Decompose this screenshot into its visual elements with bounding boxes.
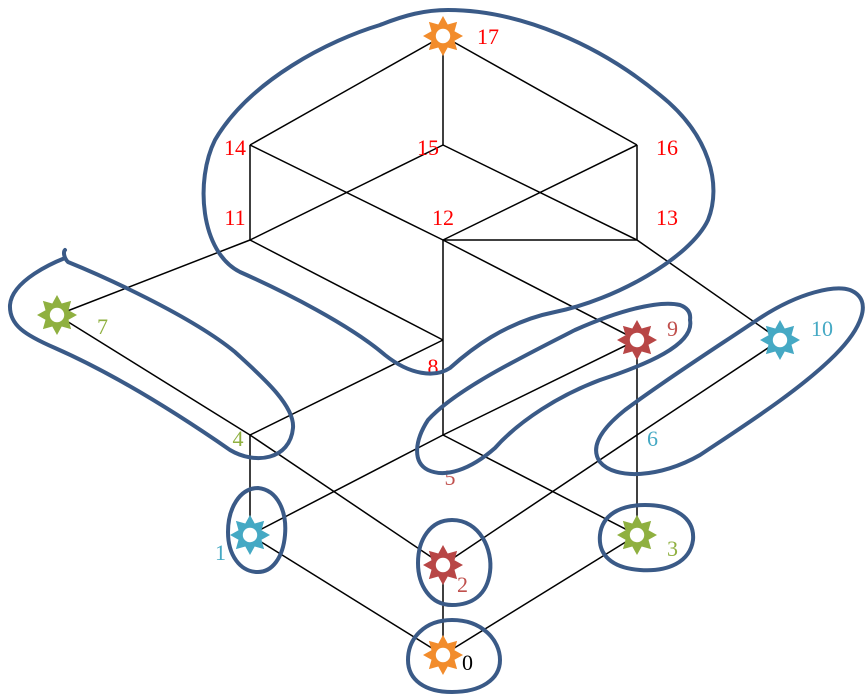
- group-loops-layer: [7, 8, 865, 694]
- edge-4-8: [249, 339, 444, 436]
- edge-4-7: [56, 314, 251, 436]
- gear-icon-node-3: [617, 515, 657, 555]
- gear-icon-node-7: [37, 295, 77, 335]
- group-top-loop: [201, 8, 716, 376]
- gear-icon-node-0: [423, 635, 463, 675]
- group-3-loop: [597, 503, 696, 573]
- node-label-0: 0: [462, 650, 473, 675]
- gear-icon-node-17: [423, 16, 463, 56]
- node-label-14: 14: [224, 135, 246, 160]
- node-label-1: 1: [215, 540, 226, 565]
- node-label-11: 11: [224, 205, 245, 230]
- markers-layer: [37, 16, 800, 675]
- gear-icon-node-9: [617, 320, 657, 360]
- group-6-10-loop: [594, 286, 865, 477]
- node-label-2: 2: [457, 572, 468, 597]
- gear-icon-node-10: [760, 320, 800, 360]
- edge-13-15: [442, 144, 638, 241]
- group-1-loop: [226, 486, 288, 574]
- gear-icon-node-1: [230, 515, 270, 555]
- group-0-loop: [406, 618, 502, 694]
- node-label-9: 9: [667, 316, 678, 341]
- node-label-4: 4: [233, 426, 244, 451]
- node-label-8: 8: [428, 354, 439, 379]
- group-2-loop: [416, 518, 493, 607]
- node-label-17: 17: [477, 24, 499, 49]
- node-label-7: 7: [97, 314, 108, 339]
- edge-5-9: [442, 339, 638, 436]
- gear-icon-node-2: [423, 545, 463, 585]
- edge-6-10: [636, 339, 781, 436]
- node-label-6: 6: [647, 426, 658, 451]
- edge-16-17: [442, 35, 638, 146]
- node-label-12: 12: [432, 205, 454, 230]
- group-4-7-loop: [7, 248, 296, 460]
- node-label-10: 10: [811, 316, 833, 341]
- node-label-13: 13: [656, 205, 678, 230]
- node-label-5: 5: [445, 465, 456, 490]
- node-label-16: 16: [656, 135, 678, 160]
- edge-12-14: [249, 144, 444, 241]
- edge-2-6: [442, 434, 638, 566]
- edge-1-5: [249, 434, 444, 536]
- group-5-9-loop: [415, 301, 693, 475]
- edge-14-17: [249, 35, 444, 146]
- edge-2-4: [249, 434, 444, 566]
- edge-9-12: [442, 239, 638, 341]
- node-label-15: 15: [417, 135, 439, 160]
- edge-10-13: [636, 239, 781, 341]
- edge-8-11: [249, 239, 444, 341]
- node-label-3: 3: [667, 536, 678, 561]
